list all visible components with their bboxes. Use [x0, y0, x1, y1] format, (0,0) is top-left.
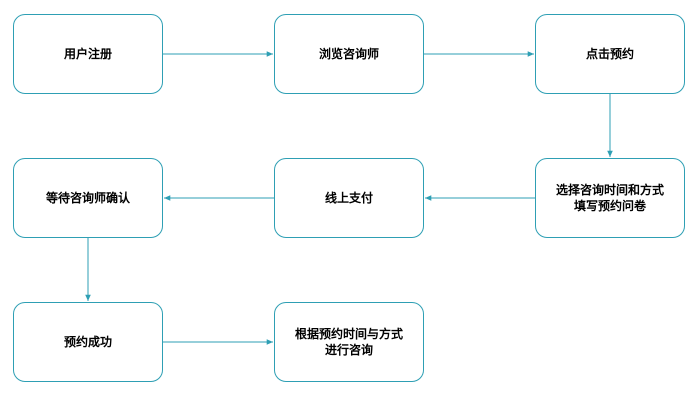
- step-label: 等待咨询师确认: [45, 191, 130, 205]
- step-select-time-fill-form: 选择咨询时间和方式 填写预约问卷: [535, 158, 685, 238]
- step-consultation: 根据预约时间与方式 进行咨询: [274, 302, 424, 382]
- step-label: 选择咨询时间和方式 填写预约问卷: [555, 183, 664, 213]
- step-wait-confirmation: 等待咨询师确认: [13, 158, 163, 238]
- step-label: 点击预约: [585, 47, 634, 61]
- step-label: 浏览咨询师: [318, 47, 379, 61]
- step-user-register: 用户注册: [13, 14, 163, 94]
- step-browse-counselors: 浏览咨询师: [274, 14, 424, 94]
- step-online-payment: 线上支付: [274, 158, 424, 238]
- step-booking-success: 预约成功: [13, 302, 163, 382]
- step-label: 预约成功: [63, 335, 112, 349]
- step-label: 用户注册: [63, 47, 112, 61]
- step-click-book: 点击预约: [535, 14, 685, 94]
- step-label: 根据预约时间与方式 进行咨询: [294, 327, 403, 357]
- step-label: 线上支付: [324, 191, 373, 205]
